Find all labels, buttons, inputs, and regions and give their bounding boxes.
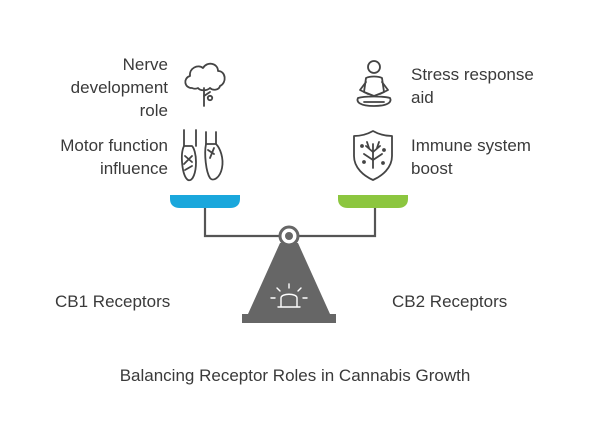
meditation-icon (356, 60, 392, 107)
siren-icon (270, 283, 308, 308)
cb1-label: CB1 Receptors (55, 292, 171, 311)
nerve-development-text: Nerve development role (70, 55, 168, 120)
cb2-pan (338, 195, 408, 208)
tree-icon (184, 62, 226, 107)
motor-function-text: Motor function influence (60, 136, 168, 178)
diagram-title: Balancing Receptor Roles in Cannabis Gro… (119, 366, 471, 385)
stress-response-text: Stress response aid (411, 65, 534, 107)
cb1-pan (170, 195, 240, 208)
immune-system-text: Immune system boost (411, 136, 531, 178)
fulcrum (248, 243, 330, 314)
ballet-shoes-icon (181, 129, 224, 182)
shield-icon (353, 130, 393, 181)
scale-base (242, 314, 336, 323)
cb2-label: CB2 Receptors (392, 292, 508, 311)
